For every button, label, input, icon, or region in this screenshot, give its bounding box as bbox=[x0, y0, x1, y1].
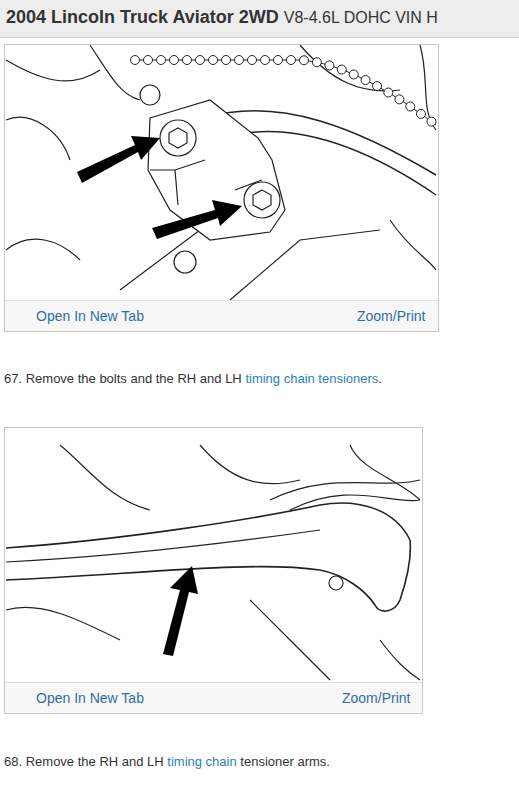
chain-link bbox=[384, 88, 393, 97]
toolbar-link: Zoom/Print bbox=[357, 308, 425, 324]
tensioner-arm-figure bbox=[6, 445, 420, 680]
engine-spec: V8-4.6L DOHC VIN H bbox=[284, 9, 438, 26]
chain-link bbox=[157, 56, 166, 65]
chain-link bbox=[209, 56, 218, 65]
chain-link bbox=[312, 58, 321, 67]
page-title: 2004 Lincoln Truck Aviator 2WD bbox=[6, 7, 279, 27]
instruction-step: 67. Remove the bolts and the RH and LHti… bbox=[4, 370, 509, 388]
figure-toolbar: Open In New Tab Zoom/Print bbox=[5, 682, 422, 713]
chain-link bbox=[261, 56, 270, 65]
chain-link bbox=[222, 56, 231, 65]
tensioner-figure bbox=[6, 45, 436, 300]
chain-link bbox=[183, 56, 192, 65]
page-header: 2004 Lincoln Truck Aviator 2WD V8-4.6L DO… bbox=[0, 0, 519, 38]
chain-link bbox=[337, 65, 346, 74]
chain-link bbox=[274, 56, 283, 65]
chain-link bbox=[406, 102, 415, 111]
chain-link bbox=[196, 56, 205, 65]
chain-link bbox=[427, 117, 436, 126]
figure-frame: Open In New Tab Zoom/Print bbox=[4, 427, 423, 714]
chain-link bbox=[248, 56, 257, 65]
pointer-arrow bbox=[163, 566, 198, 656]
chain-link bbox=[235, 56, 244, 65]
pointer-arrow bbox=[77, 136, 242, 239]
chain-link bbox=[416, 109, 425, 118]
chain-link bbox=[349, 70, 358, 79]
glossary-link: timing chain tensioners bbox=[245, 371, 378, 386]
chain-link bbox=[373, 82, 382, 91]
toolbar-link: Zoom/Print bbox=[342, 690, 410, 706]
figure-toolbar: Open In New Tab Zoom/Print bbox=[5, 300, 438, 331]
step-text: 68. Remove the RH and LH bbox=[4, 754, 164, 769]
toolbar-icon bbox=[17, 310, 354, 705]
toolbar-link: Open In New Tab bbox=[36, 690, 144, 706]
chain-link bbox=[144, 56, 153, 65]
step-text: 67. Remove the bolts and the RH and LH bbox=[4, 371, 242, 386]
chain-link bbox=[131, 56, 140, 65]
chain-link bbox=[299, 56, 308, 65]
chain-link bbox=[395, 95, 404, 104]
step-text: . bbox=[378, 371, 382, 386]
chain-link bbox=[170, 56, 179, 65]
instruction-step: 68. Remove the RH and LHtiming chain tens… bbox=[4, 753, 509, 771]
figure-frame: Open In New Tab Zoom/Print bbox=[4, 44, 439, 332]
chain-link bbox=[325, 61, 334, 70]
toolbar-link: Open In New Tab bbox=[36, 308, 144, 324]
chain-link bbox=[287, 56, 296, 65]
step-text: tensioner arms. bbox=[240, 754, 330, 769]
glossary-link: timing chain bbox=[167, 754, 236, 769]
chain-link bbox=[361, 76, 370, 85]
